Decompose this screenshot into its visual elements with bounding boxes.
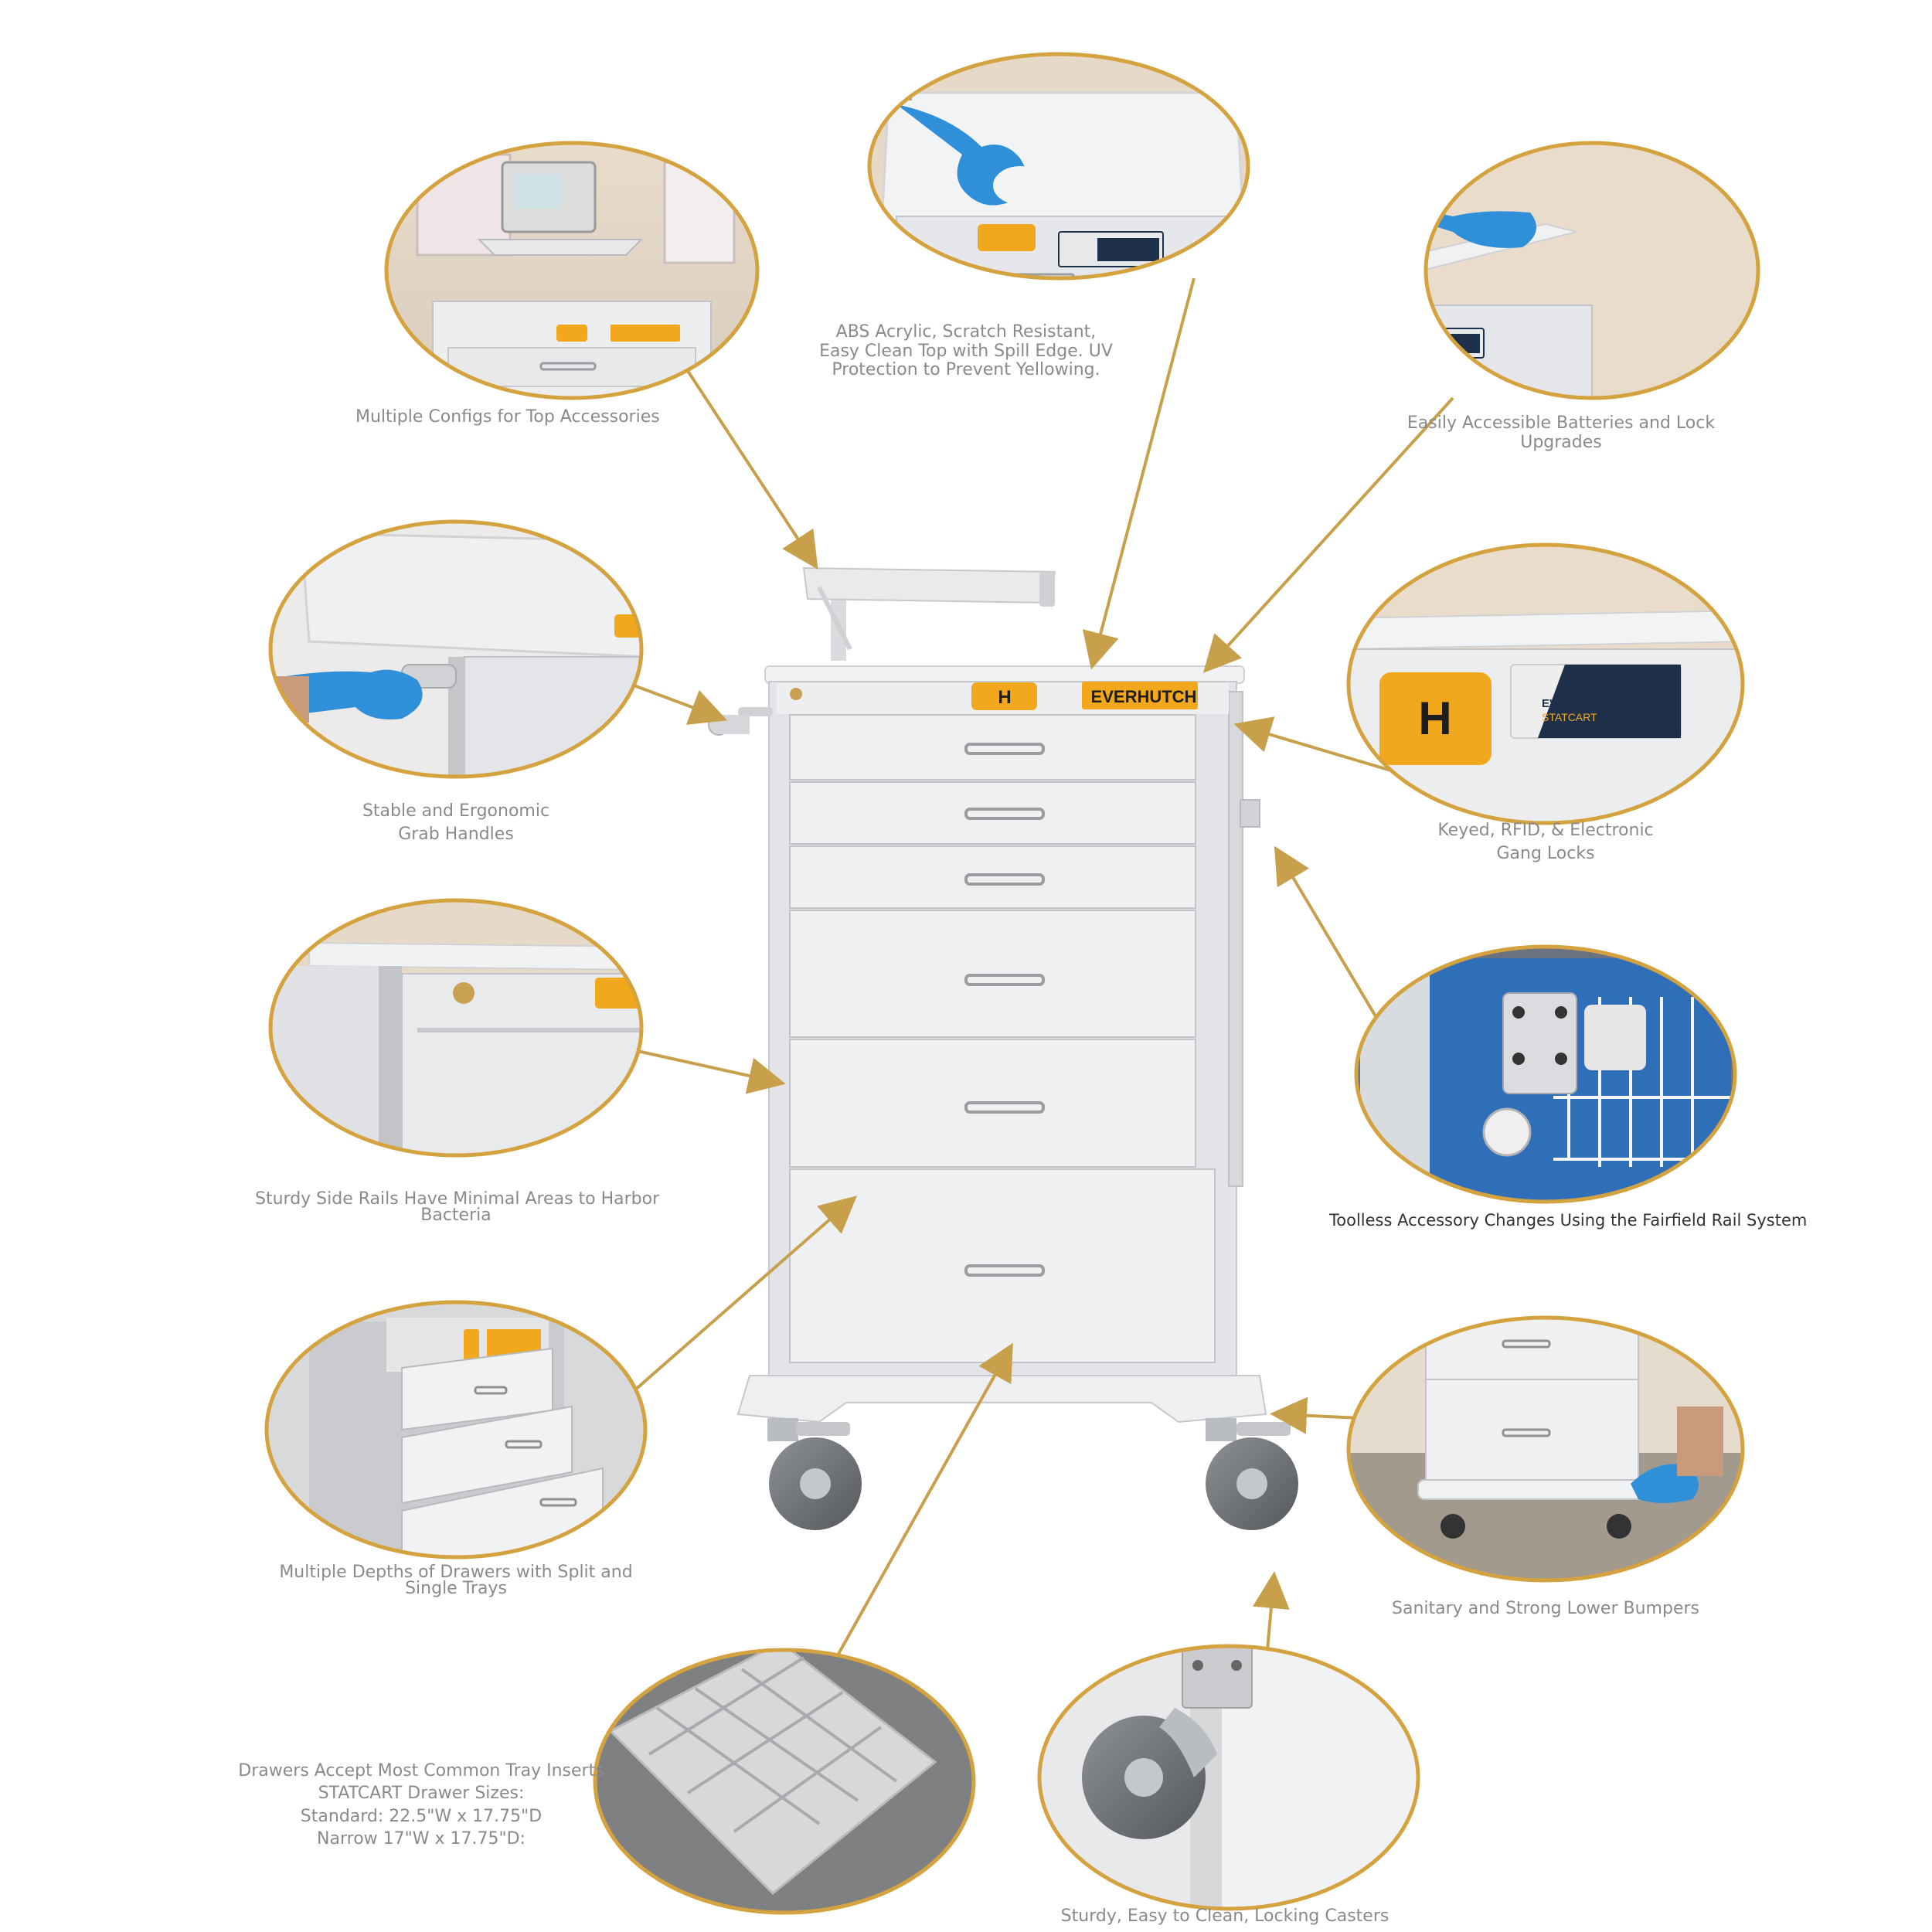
brand-badge [1082, 682, 1198, 709]
callout-batteries: Easily Accessible Batteries and Lock Upg… [1406, 413, 1716, 452]
gloved-hand-icon [896, 104, 1026, 206]
detail-drawer-depths [264, 1300, 648, 1560]
callout-tray-inserts-line-2: STATCART Drawer Sizes: [318, 1784, 525, 1804]
callout-tray-inserts-line-4: Narrow 17"W x 17.75"D: [317, 1828, 526, 1849]
callout-grab-handles: Stable and Ergonomic Grab Handles [332, 800, 580, 845]
callout-bumpers: Sanitary and Strong Lower Bumpers [1392, 1599, 1699, 1618]
callout-drawer-depths-line-2: Single Trays [405, 1578, 507, 1598]
detail-grab-handles [268, 519, 644, 779]
callout-top-accessories: Multiple Configs for Top Accessories [355, 407, 660, 427]
logo-h-icon [971, 682, 1037, 710]
callout-tray-inserts-line-3: Standard: 22.5"W x 17.75"D [300, 1806, 543, 1826]
main-cart: H EVERHUTCH [708, 566, 1298, 1530]
key-icon [790, 688, 802, 700]
callout-batteries-line-1: Easily Accessible Batteries and Lock [1406, 413, 1716, 433]
detail-lower-bumpers [1346, 1315, 1745, 1583]
callout-tray-inserts: Drawers Accept Most Common Tray Inserts … [232, 1760, 611, 1850]
callout-abs-top-line-1: ABS Acrylic, Scratch Resistant, [835, 322, 1097, 342]
caster-wheel-icon [767, 1418, 1298, 1530]
top-accessory-shelf [802, 566, 1056, 661]
lower-bumper [736, 1375, 1267, 1423]
detail-top-accessories [384, 141, 760, 400]
detail-abs-top [867, 52, 1250, 281]
callout-casters: Sturdy, Easy to Clean, Locking Casters [1060, 1906, 1389, 1926]
callout-abs-top-line-3: Protection to Prevent Yellowing. [832, 360, 1100, 380]
callout-tray-inserts-line-1: Drawers Accept Most Common Tray Inserts [238, 1761, 604, 1781]
callout-grab-handles-line-1: Stable and Ergonomic [362, 801, 550, 821]
callout-side-rails-line-2: Bacteria [420, 1205, 492, 1225]
grab-handle-left [708, 707, 773, 736]
detail-rail-system [1354, 944, 1737, 1204]
callout-rail-system: Toolless Accessory Changes Using the Fai… [1329, 1211, 1808, 1230]
svg-text:STATCART: STATCART [1542, 711, 1597, 723]
svg-text:H: H [1418, 692, 1451, 744]
svg-text:H: H [998, 687, 1011, 708]
callout-gang-locks-line-2: Gang Locks [1496, 843, 1595, 863]
detail-casters [1037, 1644, 1420, 1911]
cart-top [764, 665, 1245, 684]
detail-gang-locks: H EVERHUTCH STATCART [1346, 543, 1745, 825]
callout-gang-locks-line-1: Keyed, RFID, & Electronic [1437, 821, 1654, 840]
callout-side-rails: Sturdy Side Rails Have Minimal Areas to … [255, 1189, 660, 1225]
detail-batteries [1423, 141, 1760, 400]
drawer-3[interactable] [789, 845, 1196, 909]
callout-drawer-depths-line-1: Multiple Depths of Drawers with Split an… [279, 1563, 633, 1582]
drawer-2[interactable] [789, 781, 1196, 845]
callout-grab-handles-line-2: Grab Handles [398, 824, 514, 844]
callout-abs-top-line-2: Easy Clean Top with Spill Edge. UV [819, 341, 1113, 361]
detail-tray-inserts [593, 1648, 976, 1915]
callout-batteries-line-2: Upgrades [1520, 432, 1602, 452]
callout-gang-locks: Keyed, RFID, & Electronic Gang Locks [1430, 819, 1662, 865]
drawer-1[interactable] [789, 714, 1196, 781]
detail-side-rails [268, 898, 644, 1158]
callout-side-rails-line-1: Sturdy Side Rails Have Minimal Areas to … [255, 1189, 660, 1209]
brand-name: EVERHUTCH [1091, 687, 1197, 706]
callout-arrows [629, 277, 1454, 1655]
side-rail-right [1228, 691, 1243, 1187]
callout-drawer-depths: Multiple Depths of Drawers with Split an… [278, 1563, 634, 1598]
svg-text:EVERHUTCH: EVERHUTCH [1542, 697, 1614, 710]
callout-abs-top: ABS Acrylic, Scratch Resistant, Easy Cle… [804, 322, 1128, 380]
drawer-stack [789, 714, 1216, 1363]
